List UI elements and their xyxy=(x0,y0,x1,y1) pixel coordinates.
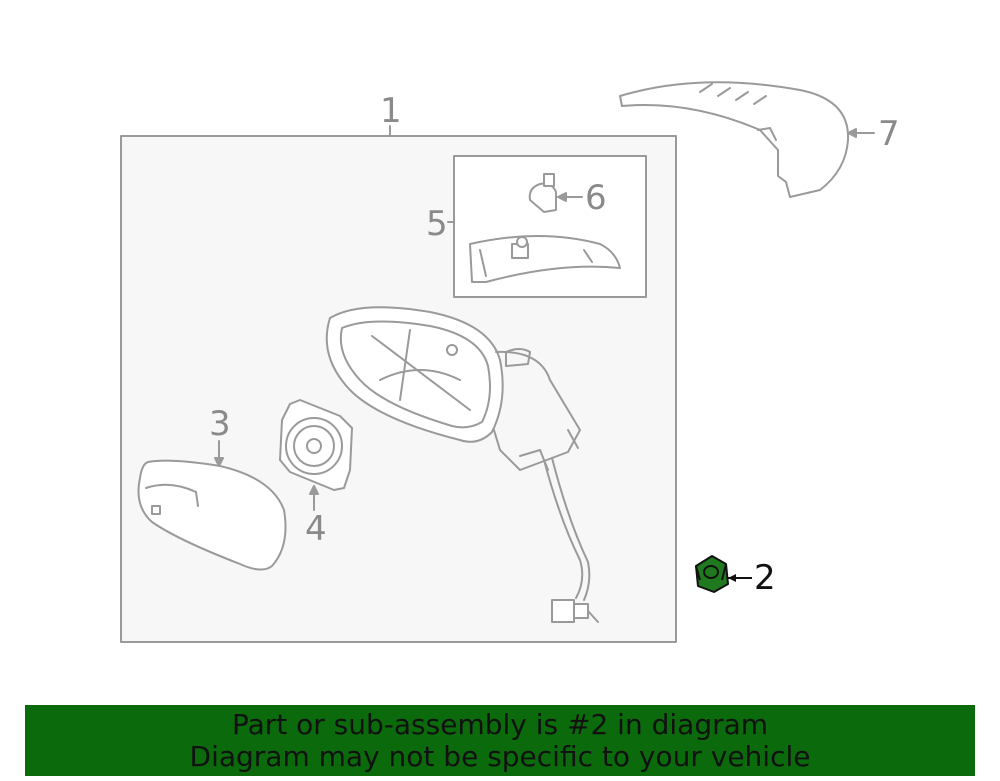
callout-4-label: 4 xyxy=(305,509,327,549)
banner-line-2: Diagram may not be specific to your vehi… xyxy=(189,740,811,773)
mirror-parts-diagram xyxy=(120,81,875,643)
mirror-glass xyxy=(137,459,287,571)
wiring-harness xyxy=(543,457,599,623)
banner-line-1: Part or sub-assembly is #2 in diagram xyxy=(231,708,769,741)
callout-6-label: 6 xyxy=(585,178,607,218)
callout-7-label: 7 xyxy=(878,114,900,154)
callout-5-label: 5 xyxy=(426,204,448,244)
signal-bulb xyxy=(528,173,557,213)
callout-3-label: 3 xyxy=(209,404,231,444)
callout-1-label: 1 xyxy=(380,91,402,131)
highlighted-nut xyxy=(695,555,729,593)
mirror-actuator xyxy=(279,399,353,491)
mirror-housing xyxy=(325,306,581,471)
turn-signal-lamp xyxy=(469,235,621,283)
info-banner: Part or sub-assembly is #2 in diagram Di… xyxy=(25,705,975,776)
mirror-cover-cap xyxy=(619,81,850,198)
callout-2-label: 2 xyxy=(754,558,776,598)
